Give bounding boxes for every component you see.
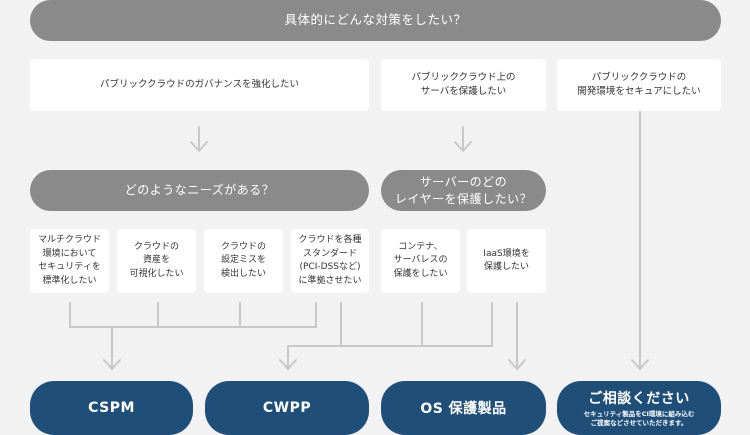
product-cwpp-label: CWPP	[262, 400, 312, 416]
product-consult[interactable]: ご相談ください セキュリティ製品をCI環境に組み込む ご提案などさせていただきま…	[557, 381, 721, 435]
goal-governance[interactable]: パブリッククラウドのガバナンスを強化したい	[30, 59, 369, 111]
question-needs: どのようなニーズがある？	[30, 170, 369, 211]
need-multicloud[interactable]: マルチクラウド 環境において セキュリティを 標準化したい	[30, 229, 109, 293]
product-consult-subtext: セキュリティ製品をCI環境に組み込む ご提案などさせていただきます。	[583, 410, 695, 427]
goal-server-protect[interactable]: パブリッククラウド上の サーバを保護したい	[381, 59, 546, 111]
product-cspm[interactable]: CSPM	[30, 381, 193, 435]
top-question: 具体的にどんな対策をしたい？	[30, 0, 721, 41]
product-os-label: OS 保護製品	[420, 401, 507, 417]
need-misconfig[interactable]: クラウドの 設定ミスを 検出したい	[204, 229, 283, 293]
question-layer: サーバーのどの レイヤーを保護したい？	[381, 170, 546, 211]
need-iaas[interactable]: IaaS環境を 保護したい	[467, 229, 546, 293]
product-cspm-label: CSPM	[88, 400, 135, 416]
need-standards[interactable]: クラウドを各種 スタンダード (PCI-DSSなど) に準拠させたい	[291, 229, 369, 293]
goal-secure-dev[interactable]: パブリッククラウドの 開発環境をセキュアにしたい	[557, 59, 721, 111]
need-asset-visibility[interactable]: クラウドの 資産を 可視化したい	[117, 229, 196, 293]
need-container[interactable]: コンテナ、 サーバレスの 保護をしたい	[381, 229, 460, 293]
product-consult-label: ご相談ください	[588, 391, 690, 408]
product-os[interactable]: OS 保護製品	[381, 381, 546, 435]
product-cwpp[interactable]: CWPP	[205, 381, 369, 435]
